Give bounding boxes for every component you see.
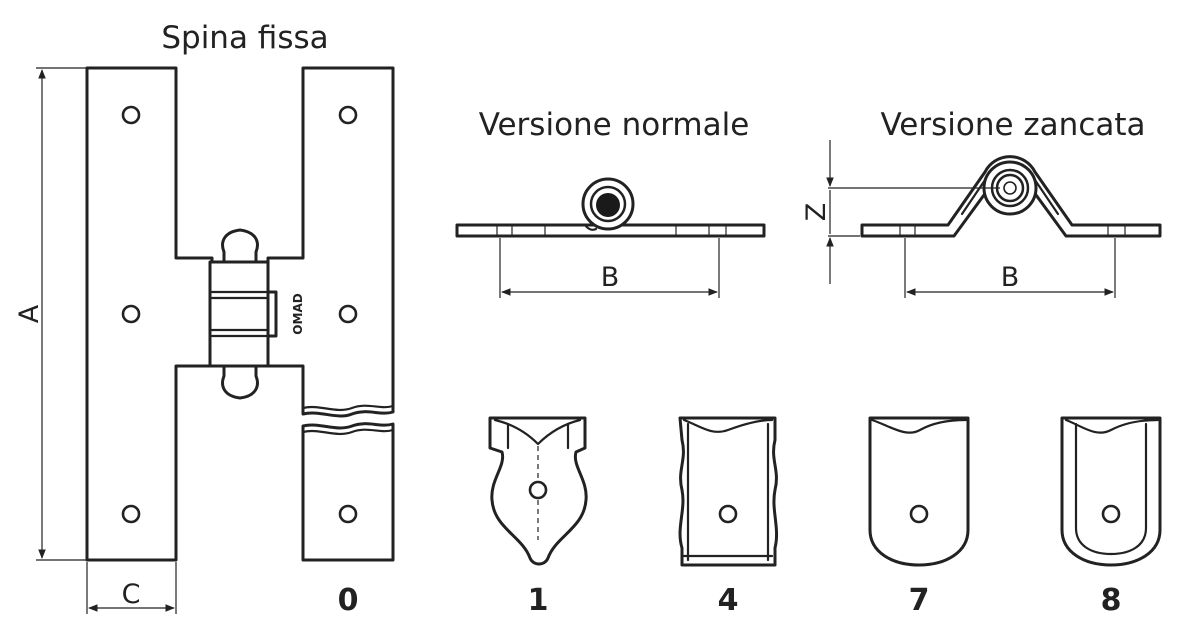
screw-hole (909, 504, 929, 524)
hinge-right-leaf (266, 66, 395, 418)
screw-hole (121, 504, 141, 524)
tip-variant-1 (488, 416, 588, 566)
hinge-left-leaf (85, 66, 214, 562)
title-versione-normale: Versione normale (479, 107, 750, 143)
title-spina-fissa: Spina fissa (161, 20, 328, 56)
tip-variant-8 (1060, 416, 1162, 567)
screw-hole (528, 480, 548, 500)
screw-hole (338, 504, 358, 524)
screw-hole (1101, 504, 1121, 524)
dimension-c: C (86, 562, 177, 614)
title-versione-zancata: Versione zancata (880, 107, 1145, 143)
side-view-zancata: Z B (801, 140, 1162, 298)
variant-number-7: 7 (909, 583, 930, 618)
finial-bottom (221, 364, 259, 400)
dim-label-z: Z (801, 203, 832, 222)
screw-hole (121, 105, 141, 125)
screw-hole (338, 304, 358, 324)
screw-hole (718, 504, 738, 524)
break-line-top (301, 404, 395, 412)
break-line-bottom (301, 428, 395, 436)
pin-section (596, 193, 620, 217)
omad-logo-text: OMAD (291, 293, 305, 334)
dim-label-c: C (122, 579, 141, 610)
variant-number-1: 1 (528, 583, 549, 618)
hinge-barrel (208, 260, 270, 368)
variant-number-4: 4 (718, 583, 739, 618)
dim-label-b-zancata: B (1001, 262, 1020, 293)
hinge-right-leaf-lower (301, 422, 395, 562)
screw-hole (338, 105, 358, 125)
dimension-a: A (14, 67, 86, 561)
side-view-normal: B (455, 177, 766, 298)
dim-label-b-normal: B (601, 262, 620, 293)
screw-hole (121, 304, 141, 324)
h-hinge-front-view: OMAD (85, 66, 395, 562)
finial-top (221, 228, 259, 264)
variant-number-0: 0 (338, 583, 359, 618)
dim-label-a: A (14, 304, 45, 323)
tip-variant-7 (868, 416, 970, 567)
variant-number-8: 8 (1101, 583, 1122, 618)
tip-variant-4 (678, 416, 779, 567)
hinge-barrel-tab (266, 290, 278, 338)
